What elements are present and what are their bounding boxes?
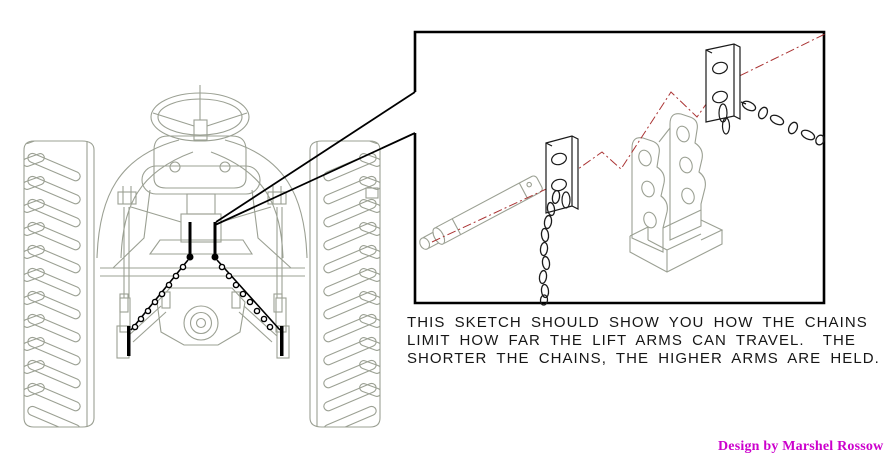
steering-wheel-icon: [150, 85, 250, 142]
callout-leader-lines: [214, 91, 416, 226]
caption-line-2: LIMIT HOW FAR THE LIFT ARMS CAN TRAVEL. …: [407, 332, 856, 349]
right-chain-icon: [740, 100, 825, 146]
transmission-body-icon: [100, 189, 305, 313]
detail-callout-icon: [419, 32, 828, 306]
seat-icon: [141, 135, 261, 215]
caption-line-3: SHORTER THE CHAINS, THE HIGHER ARMS ARE …: [407, 350, 880, 367]
lift-arms-icon: [116, 305, 290, 359]
caption-line-1: THIS SKETCH SHOULD SHOW YOU HOW THE CHAI…: [407, 314, 868, 331]
designer-credit: Design by Marshel Rossow: [718, 439, 884, 454]
right-tire-icon: [309, 140, 381, 428]
right-anchor-plate-icon: [705, 43, 825, 146]
anchor-bracket-icon: [629, 113, 724, 273]
tractor-rear-view-icon: [23, 85, 381, 428]
left-tire-icon: [23, 140, 95, 428]
check-chains-icon: [127, 222, 284, 356]
left-chain-icon: [538, 189, 561, 306]
differential-pto-icon: [156, 287, 246, 346]
hitch-pin-icon: [419, 175, 543, 250]
detail-box-border: [413, 30, 826, 305]
left-anchor-plate-icon: [538, 135, 579, 306]
